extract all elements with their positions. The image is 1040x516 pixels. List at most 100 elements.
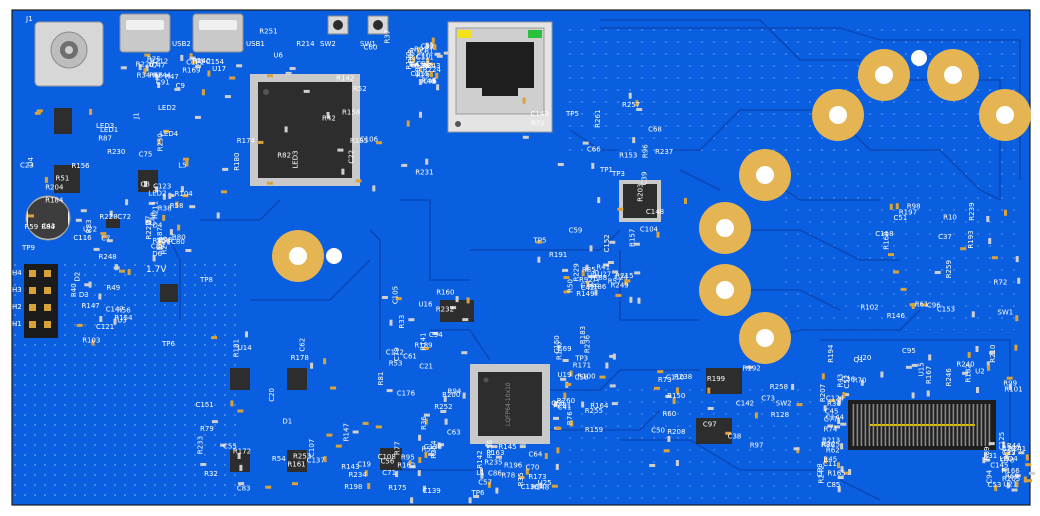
silk-designator: R87 xyxy=(98,135,112,143)
passive-pad xyxy=(1014,344,1018,351)
dc-jack[interactable] xyxy=(34,21,104,87)
silk-designator: R142 xyxy=(476,450,484,468)
mounting-hole-1 xyxy=(326,248,342,264)
passive-pad xyxy=(844,471,850,475)
passive-pad xyxy=(486,444,493,448)
passive-pad xyxy=(455,296,459,303)
silk-designator: R251 xyxy=(259,28,277,36)
silk-designator: C148 xyxy=(646,208,664,216)
passive-pad xyxy=(569,370,573,377)
silk-designator: R79 xyxy=(200,425,214,433)
passive-pad xyxy=(425,158,429,165)
silk-designator: C52 xyxy=(843,375,851,389)
passive-pad xyxy=(1008,384,1012,391)
passive-pad xyxy=(905,365,912,369)
silk-designator: R153 xyxy=(619,151,637,159)
passive-pad xyxy=(986,361,990,368)
silk-designator: U6 xyxy=(273,52,283,60)
passive-pad xyxy=(162,214,166,221)
silk-designator: R246 xyxy=(945,368,953,387)
silk-designator: C56 xyxy=(381,458,395,466)
label-h3: H3 xyxy=(12,286,22,294)
passive-pad xyxy=(565,383,572,386)
passive-pad xyxy=(684,198,687,204)
silk-designator: C125 xyxy=(998,432,1006,450)
silk-designator: R44 xyxy=(1007,442,1021,450)
passive-pad xyxy=(594,289,598,296)
passive-pad xyxy=(928,354,932,361)
silk-designator: U19 xyxy=(557,371,571,379)
passive-pad xyxy=(843,393,850,397)
header-pins[interactable] xyxy=(24,264,58,338)
passive-pad xyxy=(417,470,421,477)
silk-designator: C80 xyxy=(171,238,185,246)
silk-designator: R229 xyxy=(573,263,581,281)
silk-designator: J1 xyxy=(133,112,141,120)
silk-designator: R203 xyxy=(637,183,645,201)
silk-designator: R154 xyxy=(114,314,133,322)
passive-pad xyxy=(144,53,151,57)
silk-designator: C71 xyxy=(382,469,396,477)
silk-designator: R47 xyxy=(165,73,179,81)
silk-designator: C23 xyxy=(20,161,34,169)
passive-pad xyxy=(654,386,660,390)
switch-sw1[interactable] xyxy=(367,15,389,35)
silk-designator: C108 xyxy=(378,453,396,461)
silk-designator: R55 xyxy=(422,445,436,453)
passive-pad xyxy=(408,460,412,467)
passive-pad xyxy=(473,495,480,498)
passive-pad xyxy=(440,410,447,413)
silk-designator: C61 xyxy=(403,353,417,361)
passive-pad xyxy=(988,238,992,244)
passive-pad xyxy=(200,463,207,466)
silk-designator: R243 xyxy=(422,62,440,70)
silk-designator: C85 xyxy=(827,481,841,489)
silk-designator: C47 xyxy=(152,61,166,69)
silk-designator: C104 xyxy=(640,226,659,234)
silk-designator: LED2 xyxy=(148,189,166,197)
passive-pad xyxy=(591,162,595,169)
passive-pad xyxy=(75,218,82,222)
passive-pad xyxy=(989,351,995,355)
passive-pad xyxy=(746,365,753,369)
silk-designator: R86 xyxy=(821,441,835,449)
passive-pad xyxy=(182,194,189,198)
passive-pad xyxy=(113,318,117,325)
fine-pitch-connector[interactable] xyxy=(848,400,996,450)
silk-designator: C96 xyxy=(927,301,941,309)
silk-designator: R59 xyxy=(24,223,38,231)
passive-pad xyxy=(649,464,656,467)
silk-designator: U20 xyxy=(857,354,871,362)
silk-designator: C37 xyxy=(938,233,952,241)
silk-designator: C153 xyxy=(937,306,955,314)
passive-pad xyxy=(612,270,619,274)
silk-designator: R259 xyxy=(945,260,953,278)
switch-sw2[interactable] xyxy=(327,15,349,35)
passive-pad xyxy=(911,303,915,309)
passive-pad xyxy=(125,199,129,206)
passive-pad xyxy=(221,190,227,194)
passive-pad xyxy=(362,421,369,425)
silk-designator: R148 xyxy=(531,484,549,492)
silk-designator: U2 xyxy=(975,368,985,376)
passive-pad xyxy=(195,65,201,69)
passive-pad xyxy=(657,370,664,374)
usb-connector-right[interactable] xyxy=(192,13,244,53)
silk-designator: R260 xyxy=(557,397,575,405)
passive-pad xyxy=(544,453,548,459)
silk-designator: C10 xyxy=(417,53,431,61)
silk-designator: R209 xyxy=(409,47,417,65)
power-label: 1.7V xyxy=(146,265,167,275)
passive-pad xyxy=(554,401,558,407)
silk-designator: C75 xyxy=(139,150,153,158)
usb-connector-left[interactable] xyxy=(119,13,171,53)
silk-designator: R43 xyxy=(837,374,845,388)
silk-designator: R77 xyxy=(393,441,401,455)
ethernet-jack[interactable] xyxy=(447,21,553,133)
passive-pad xyxy=(367,483,371,489)
label-h1: H1 xyxy=(12,320,22,328)
silk-designator: R238 xyxy=(674,373,692,381)
silk-designator: R10 xyxy=(943,214,957,222)
silk-designator: R249 xyxy=(611,282,629,290)
passive-pad xyxy=(487,481,491,488)
